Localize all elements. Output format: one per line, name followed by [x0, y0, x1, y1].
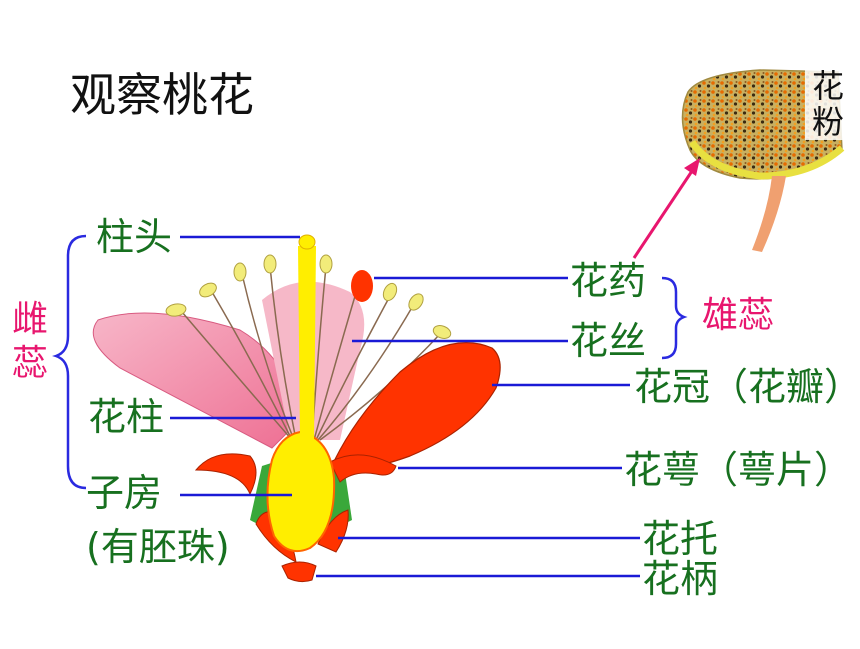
- label-ovary-note: (有胚珠): [86, 525, 230, 569]
- pistil-group-char2: 蕊: [12, 343, 49, 384]
- anther-closeup: [681, 69, 845, 252]
- sepal-left: [194, 453, 257, 496]
- label-anther: 花药: [570, 259, 647, 303]
- stamen-bracket: [661, 276, 688, 360]
- leader-lines: [170, 235, 640, 578]
- filament: [313, 285, 359, 441]
- sepal-right: [329, 454, 397, 483]
- anther: [432, 325, 452, 339]
- anther: [199, 282, 217, 298]
- pistil-group-char1: 雌: [12, 299, 49, 340]
- anther: [165, 303, 187, 317]
- anther: [263, 254, 277, 274]
- anther-closeup-edge: [689, 139, 845, 180]
- label-ovary: 子房: [86, 471, 163, 515]
- anther-closeup-filament: [752, 176, 786, 252]
- stigma: [298, 234, 316, 250]
- label-calyx: 花萼（萼片）: [624, 448, 853, 492]
- right-red-petal: [329, 342, 501, 472]
- label-stigma: 柱头: [96, 215, 173, 259]
- style: [298, 246, 316, 440]
- pedicel: [281, 561, 317, 583]
- filament: [317, 303, 415, 441]
- left-petal: [92, 312, 301, 449]
- anther: [408, 293, 424, 311]
- highlighted-anther: [351, 270, 373, 302]
- pistil-bracket: [52, 234, 87, 490]
- pollen-label-char2: 粉: [811, 103, 844, 141]
- label-style: 花柱: [88, 395, 165, 439]
- anther: [382, 282, 398, 302]
- stamen-group-label: 雄蕊: [702, 295, 775, 336]
- filament: [315, 295, 391, 441]
- pollen-label-char1: 花: [811, 67, 844, 105]
- filament: [241, 273, 295, 441]
- anther: [233, 262, 247, 282]
- anthers: [165, 254, 452, 339]
- label-receptacle: 花托: [642, 517, 719, 561]
- label-filament: 花丝: [570, 319, 647, 363]
- pollen-label: 花 粉: [805, 68, 851, 140]
- page-title: 观察桃花: [70, 68, 254, 122]
- pistil: [266, 234, 336, 552]
- label-pedicel: 花柄: [642, 557, 719, 601]
- zoom-arrow: [632, 158, 700, 259]
- anther: [319, 254, 333, 274]
- filament: [211, 291, 293, 441]
- filament: [181, 311, 293, 441]
- label-corolla: 花冠（花瓣）: [634, 365, 860, 409]
- ovary: [266, 430, 336, 552]
